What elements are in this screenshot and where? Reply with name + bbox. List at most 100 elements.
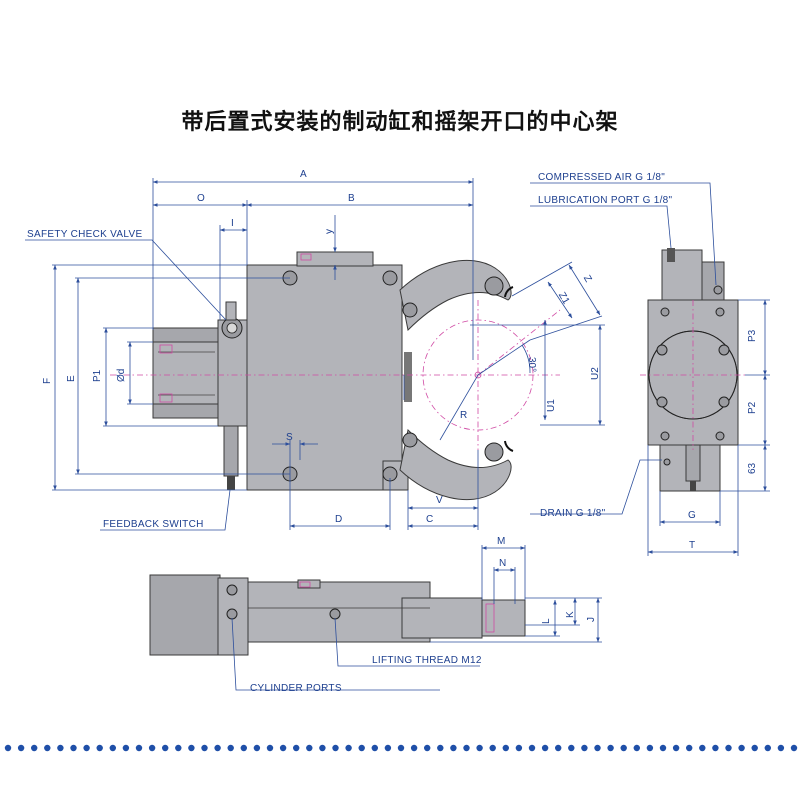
border-dot [227,744,234,752]
border-dot [31,744,38,752]
border-dot [214,744,221,752]
border-dot [463,744,470,752]
border-dot [672,744,680,752]
border-dot [777,744,785,752]
dim-d-length: D [335,514,342,525]
border-dot [70,744,77,752]
border-dot [175,744,182,752]
dim-u1: U1 [546,399,557,412]
border-dot [633,744,640,752]
border-dot [266,744,274,752]
dim-k: K [565,611,576,618]
border-dot [790,744,798,752]
dim-i: I [231,218,234,229]
main-body [246,264,403,491]
border-dot [57,744,64,752]
border-dot [332,744,339,752]
border-dot [541,744,549,752]
dim-l: L [541,618,552,624]
border-dot [371,744,378,752]
border-dot [424,744,431,752]
dim-z: Z [581,274,594,285]
dim-n: N [499,558,506,569]
border-dot [122,744,130,752]
label-compressed-air: COMPRESSED AIR G 1/8" [538,172,665,183]
feedback-switch-part [223,425,239,477]
border-dot [555,744,562,752]
border-dot [253,744,261,752]
dim-o: O [197,193,205,204]
border-dot [646,744,654,752]
border-dot [764,744,771,752]
top-view [149,545,602,691]
border-dot [397,744,405,752]
dim-p2: P2 [747,401,758,414]
border-dot [712,744,719,752]
border-dot [306,744,313,752]
border-dot [568,744,575,752]
border-dot [345,744,352,752]
dim-a: A [300,169,307,180]
dim-f: F [42,378,53,384]
border-dot [528,744,536,752]
border-dot [725,744,732,752]
border-dot [515,744,523,752]
border-dot [4,744,12,752]
dotted-border [4,744,798,752]
dim-p1: P1 [92,369,103,382]
dim-d: Ød [116,369,127,382]
border-dot [476,744,483,752]
dim-t: T [689,540,695,551]
border-dot [240,744,247,752]
border-dot [83,744,90,752]
label-cylinder-ports: CYLINDER PORTS [250,683,342,694]
border-dot [201,744,208,752]
border-dot [699,744,706,752]
border-dot [135,744,143,752]
lower-arm [399,428,512,501]
dim-z1: Z1 [556,291,572,307]
border-dot [607,744,614,752]
border-dot [358,744,365,752]
label-lubrication-port: LUBRICATION PORT G 1/8" [538,195,673,206]
border-dot [17,744,25,752]
dim-63: 63 [747,462,758,474]
dim-v: V [436,495,443,506]
dim-r: R [460,410,467,421]
label-feedback-switch: FEEDBACK SWITCH [103,519,204,530]
dim-u2: U2 [590,367,601,380]
border-dot [162,744,169,752]
border-dot [594,744,601,752]
border-dot [96,744,103,752]
label-safety-check-valve: SAFETY CHECK VALVE [27,229,142,240]
dim-c: C [426,514,433,525]
border-dot [437,744,444,752]
border-dot [659,744,667,752]
border-dot [738,744,745,752]
dim-e: E [66,375,77,382]
dim-s: S [286,432,293,443]
border-dot [319,744,326,752]
dim-p3: P3 [747,329,758,342]
border-dot [148,744,156,752]
label-lifting-thread: LIFTING THREAD M12 [372,655,482,666]
side-view [530,182,770,556]
dim-y: y [324,229,335,234]
label-drain: DRAIN G 1/8" [540,508,606,519]
border-dot [44,744,51,752]
border-dot [489,744,496,752]
dim-m: M [497,536,505,547]
dim-b: B [348,193,355,204]
dim-g: G [688,510,696,521]
dim-angle: 30° [526,357,537,372]
border-dot [279,744,287,752]
border-dot [293,744,300,752]
page-title: 带后置式安装的制动缸和摇架开口的中心架 [181,110,619,135]
upper-arm [399,259,512,332]
border-dot [410,744,418,752]
border-dot [109,744,117,752]
border-dot [188,744,195,752]
dim-j: J [586,617,597,622]
border-dot [620,744,627,752]
